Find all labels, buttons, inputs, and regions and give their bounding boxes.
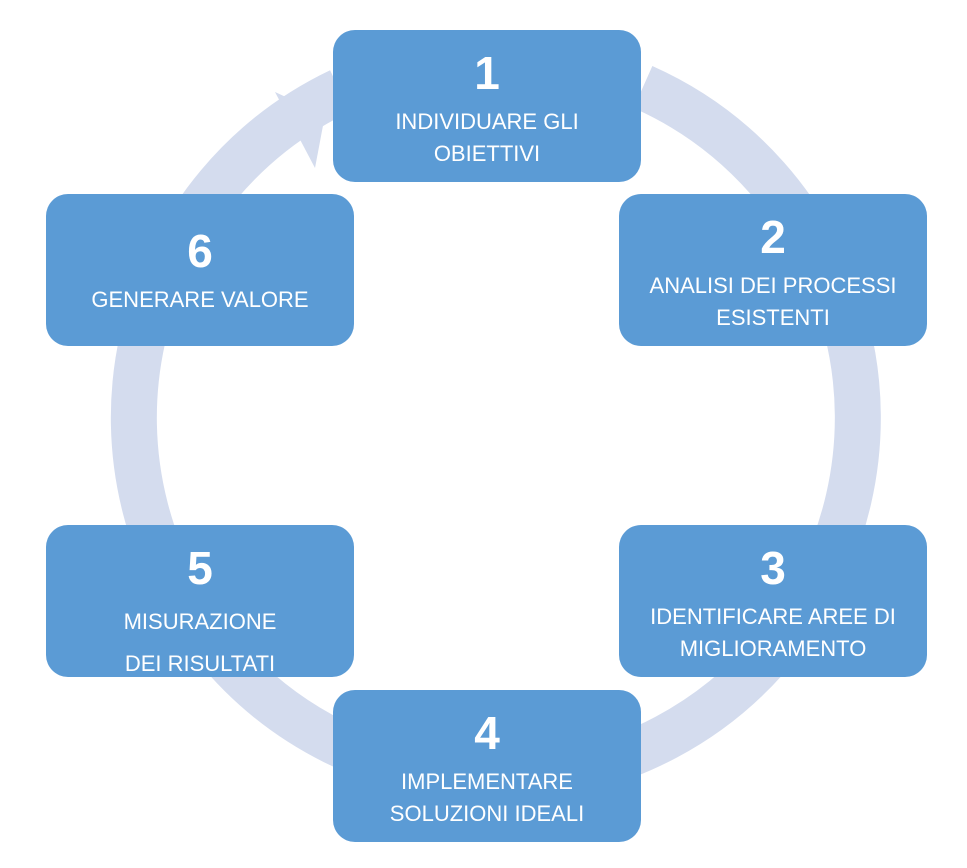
cycle-arrow-head-icon — [275, 92, 325, 168]
step-5-box: 5 MISURAZIONE DEI RISULTATI — [46, 525, 354, 677]
step-4-box: 4 IMPLEMENTARE SOLUZIONI IDEALI — [333, 690, 641, 842]
step-6-label: GENERARE VALORE — [91, 287, 309, 312]
step-1-number: 1 — [474, 47, 500, 99]
step-4-label: IMPLEMENTARE SOLUZIONI IDEALI — [389, 769, 585, 826]
step-2-number: 2 — [760, 211, 786, 263]
step-6-box: 6 GENERARE VALORE — [46, 194, 354, 346]
step-1-label: INDIVIDUARE GLI OBIETTIVI — [395, 109, 579, 166]
step-6-number: 6 — [187, 225, 213, 277]
step-4-number: 4 — [474, 707, 500, 759]
step-3-box: 3 IDENTIFICARE AREE DI MIGLIORAMENTO — [619, 525, 927, 677]
step-3-number: 3 — [760, 542, 786, 594]
step-2-label: ANALISI DEI PROCESSI ESISTENTI — [649, 273, 897, 330]
step-3-label: IDENTIFICARE AREE DI MIGLIORAMENTO — [650, 604, 896, 661]
step-1-box: 1 INDIVIDUARE GLI OBIETTIVI — [333, 30, 641, 182]
step-5-number: 5 — [187, 542, 213, 594]
step-5-label: MISURAZIONE DEI RISULTATI — [123, 609, 277, 676]
step-2-box: 2 ANALISI DEI PROCESSI ESISTENTI — [619, 194, 927, 346]
